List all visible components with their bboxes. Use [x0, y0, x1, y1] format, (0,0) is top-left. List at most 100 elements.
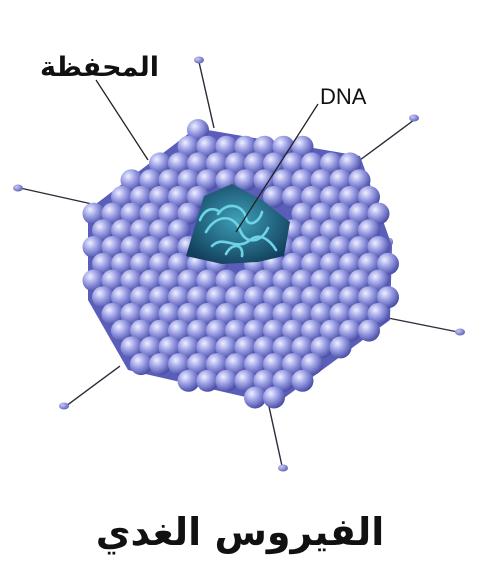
capsomere-sphere [310, 202, 333, 225]
fiber-right [387, 317, 459, 333]
capsomere-sphere [120, 236, 143, 258]
capsomere-sphere [348, 236, 371, 258]
capsomere-sphere [377, 252, 399, 275]
capsomere-sphere [111, 219, 133, 242]
capsomere-sphere [120, 169, 143, 192]
capsomere-sphere [263, 319, 285, 342]
capsomere-sphere [329, 302, 352, 325]
capsomere-sphere [282, 319, 304, 342]
capsomere-sphere [158, 302, 181, 325]
capsomere-sphere [301, 252, 323, 275]
capsomere-sphere [339, 252, 361, 275]
capsomere-sphere [139, 169, 162, 192]
fiber-bottom [267, 401, 283, 467]
fiber-top [198, 61, 215, 129]
capsomere-sphere [196, 169, 219, 192]
capsid [82, 119, 399, 409]
capsomere-sphere [244, 386, 266, 409]
capsomere-sphere [358, 252, 380, 275]
capsomere-sphere [358, 286, 380, 309]
capsomere-sphere [101, 236, 124, 258]
capsomere-sphere [187, 319, 209, 342]
capsomere-sphere [215, 336, 238, 359]
capsomere-sphere [158, 336, 181, 359]
capsomere-sphere [149, 319, 171, 342]
capsomere-sphere [234, 169, 257, 192]
capsomere-sphere [367, 269, 390, 292]
capsomere-sphere [282, 353, 304, 376]
capsomere-sphere [168, 319, 190, 342]
capsomere-sphere [215, 302, 238, 325]
capsomere-sphere [111, 286, 133, 309]
capsomere-sphere [120, 202, 143, 225]
capsomere-sphere [320, 286, 342, 309]
capsomere-sphere [187, 286, 209, 309]
capsomere-sphere [149, 185, 171, 208]
capsomere-sphere [263, 386, 285, 409]
capsomere-sphere [120, 302, 143, 325]
capsomere-sphere [139, 336, 162, 359]
capsomere-sphere [253, 169, 276, 192]
capsomere-sphere [291, 135, 314, 158]
capsomere-sphere [187, 152, 209, 175]
capsomere-sphere [320, 185, 342, 208]
capsomere-sphere [329, 169, 352, 192]
capsomere-sphere [130, 353, 152, 376]
capsomere-sphere [310, 169, 333, 192]
capsomere-sphere [92, 219, 114, 242]
capsomere-sphere [291, 169, 314, 192]
capsomere-sphere [291, 269, 314, 292]
capsomere-sphere [253, 302, 276, 325]
capsomere-sphere [263, 185, 285, 208]
capsomere-sphere [168, 152, 190, 175]
capsomere-sphere [244, 152, 266, 175]
capsomere-sphere [272, 135, 295, 158]
capsomere-sphere [253, 336, 276, 359]
capsomere-sphere [168, 252, 190, 275]
capsomere-sphere [196, 302, 219, 325]
capsomere-sphere [234, 369, 257, 392]
capsomere-sphere [291, 336, 314, 359]
capsomere-sphere [272, 369, 295, 392]
capsomere-sphere [149, 219, 171, 242]
capsomere-sphere [130, 252, 152, 275]
capsomere-sphere [149, 353, 171, 376]
capsomere-sphere [253, 269, 276, 292]
capsomere-sphere [158, 269, 181, 292]
capsomere-sphere [320, 152, 342, 175]
capsomere-sphere [358, 319, 380, 342]
capsomere-sphere [301, 152, 323, 175]
capsomere-sphere [206, 319, 228, 342]
capsomere-sphere [301, 319, 323, 342]
leader-capsid [95, 79, 149, 161]
capsomere-sphere [177, 169, 200, 192]
fiber-knob-icon [59, 402, 69, 410]
capsomere-sphere [139, 236, 162, 258]
capsomere-sphere [320, 219, 342, 242]
leader-lines [95, 79, 319, 233]
fiber-knob-icon [455, 328, 465, 336]
capsomere-sphere [196, 369, 219, 392]
capsomere-sphere [139, 269, 162, 292]
capsomere-sphere [130, 286, 152, 309]
capsomere-sphere [206, 152, 228, 175]
capsomere-sphere [348, 202, 371, 225]
fiber-knob-icon [278, 464, 288, 472]
capsomere-sphere [158, 202, 181, 225]
capsomere-sphere [225, 353, 247, 376]
fiber-knob-icon [194, 56, 204, 64]
capsomere-sphere [329, 269, 352, 292]
capsomere-sphere [367, 302, 390, 325]
capsomere-sphere [82, 202, 105, 225]
capsomere-sphere [111, 185, 133, 208]
capsomere-sphere [339, 219, 361, 242]
capsomere-sphere [225, 319, 247, 342]
fiber-knob-icon [13, 184, 23, 192]
capsomere-sphere [149, 152, 171, 175]
capsomere-sphere [234, 336, 257, 359]
capsomere-sphere [244, 353, 266, 376]
capsomere-sphere [339, 152, 361, 175]
capsomere-sphere [130, 319, 152, 342]
capsomere-sphere [187, 353, 209, 376]
